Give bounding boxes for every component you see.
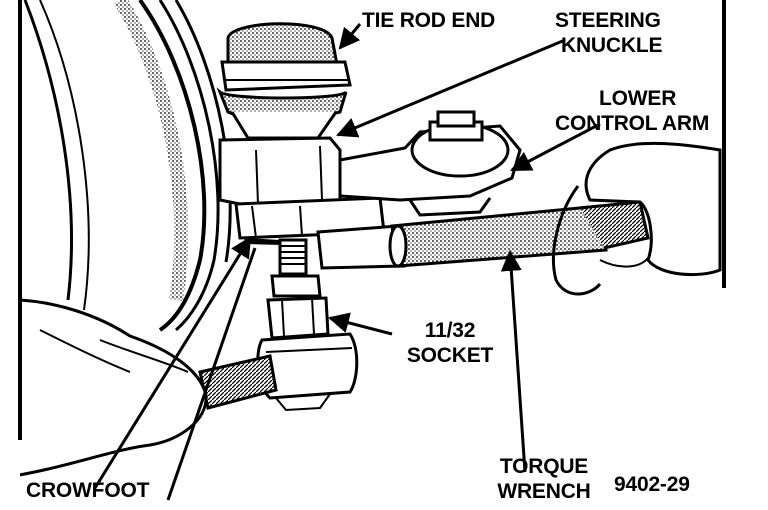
left-hand — [0, 298, 208, 480]
lower-control-arm-line-1: LOWER — [599, 87, 677, 110]
torque-wrench-label: TORQUE WRENCH — [488, 454, 600, 504]
lower-control-arm — [338, 110, 522, 217]
lower-control-arm-line-2: CONTROL ARM — [555, 112, 710, 135]
figure-number: 9402-29 — [614, 473, 690, 496]
right-hand — [552, 141, 722, 296]
torque-wrench-line-1: TORQUE — [499, 455, 589, 478]
steering-knuckle-line-2: KNUCKLE — [561, 34, 663, 57]
crowfoot-label: CROWFOOT — [26, 479, 150, 502]
tire — [0, 0, 241, 332]
socket-line-1: 11/32 — [424, 319, 476, 342]
lower-control-arm-label: LOWER CONTROL ARM — [555, 86, 709, 136]
frame-right-edge — [722, 0, 726, 288]
steering-knuckle — [218, 136, 386, 245]
tie-rod-end — [216, 22, 352, 140]
tie-rod-end-label: TIE ROD END — [362, 9, 496, 32]
steering-knuckle-line-1: STEERING — [555, 9, 661, 32]
socket-line-2: SOCKET — [406, 344, 494, 367]
frame-left-edge — [18, 0, 22, 440]
socket-label: 11/32 SOCKET — [402, 318, 498, 368]
torque-wrench-line-2: WRENCH — [497, 480, 591, 503]
leader-lines — [93, 23, 601, 501]
steering-knuckle-label: STEERING KNUCKLE — [555, 8, 662, 58]
stud-and-socket — [266, 238, 330, 340]
ratchet-handle — [198, 354, 278, 410]
